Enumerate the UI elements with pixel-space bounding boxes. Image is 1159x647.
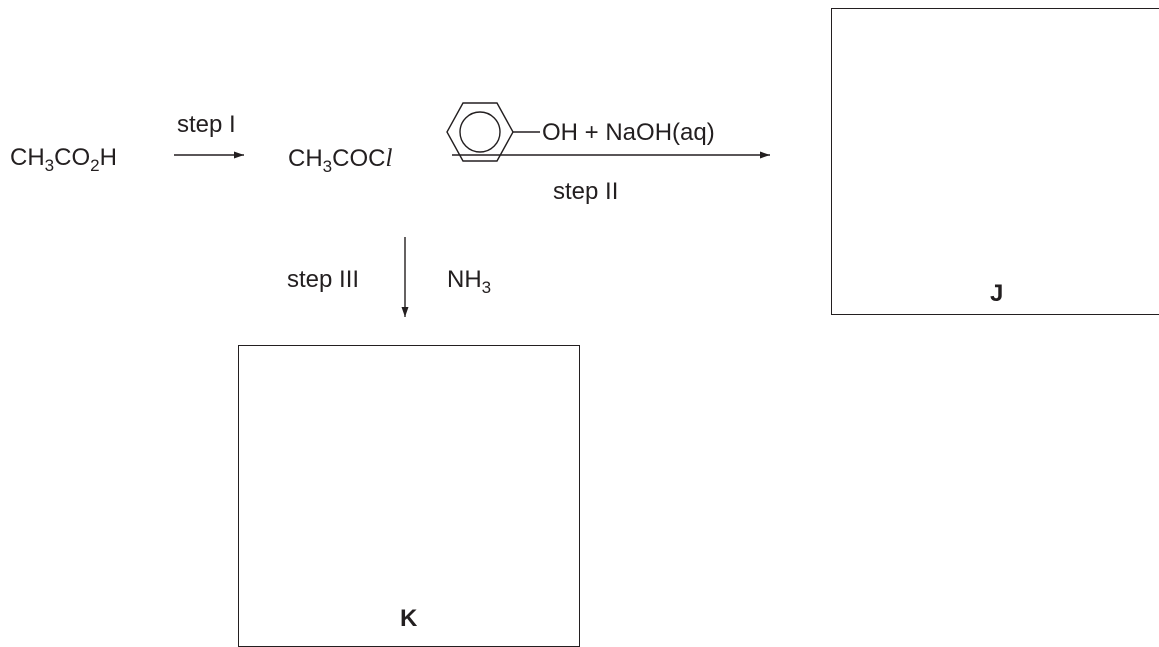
intermediate-part-1: CH: [288, 145, 323, 172]
step2-label: step II: [553, 178, 619, 205]
reactant-sub-1: 3: [44, 156, 55, 175]
reactant-part-1: CH: [10, 144, 45, 171]
intermediate-formula: CH3COCl: [288, 145, 393, 175]
reactant-formula: CH3CO2H: [10, 144, 117, 175]
step3-reagent: NH3: [447, 266, 491, 297]
intermediate-part-3: l: [385, 145, 393, 172]
step3-label: step III: [287, 266, 360, 293]
intermediate-sub-1: 3: [322, 157, 333, 176]
box-k-label: K: [400, 605, 418, 632]
step2-reagent: OH + NaOH(aq): [542, 119, 715, 146]
benzene-ring-icon: [446, 102, 540, 162]
step3-reagent-sub-1: 3: [481, 278, 492, 297]
product-box-j: [831, 8, 1159, 315]
reactant-part-2: CO: [54, 144, 91, 171]
intermediate-part-2: COC: [332, 145, 386, 172]
reactant-part-3: H: [99, 144, 117, 171]
box-j-label: J: [990, 280, 1004, 307]
step1-label: step I: [177, 111, 236, 138]
reactant-sub-2: 2: [90, 156, 100, 175]
step3-reagent-part-1: NH: [447, 266, 482, 293]
